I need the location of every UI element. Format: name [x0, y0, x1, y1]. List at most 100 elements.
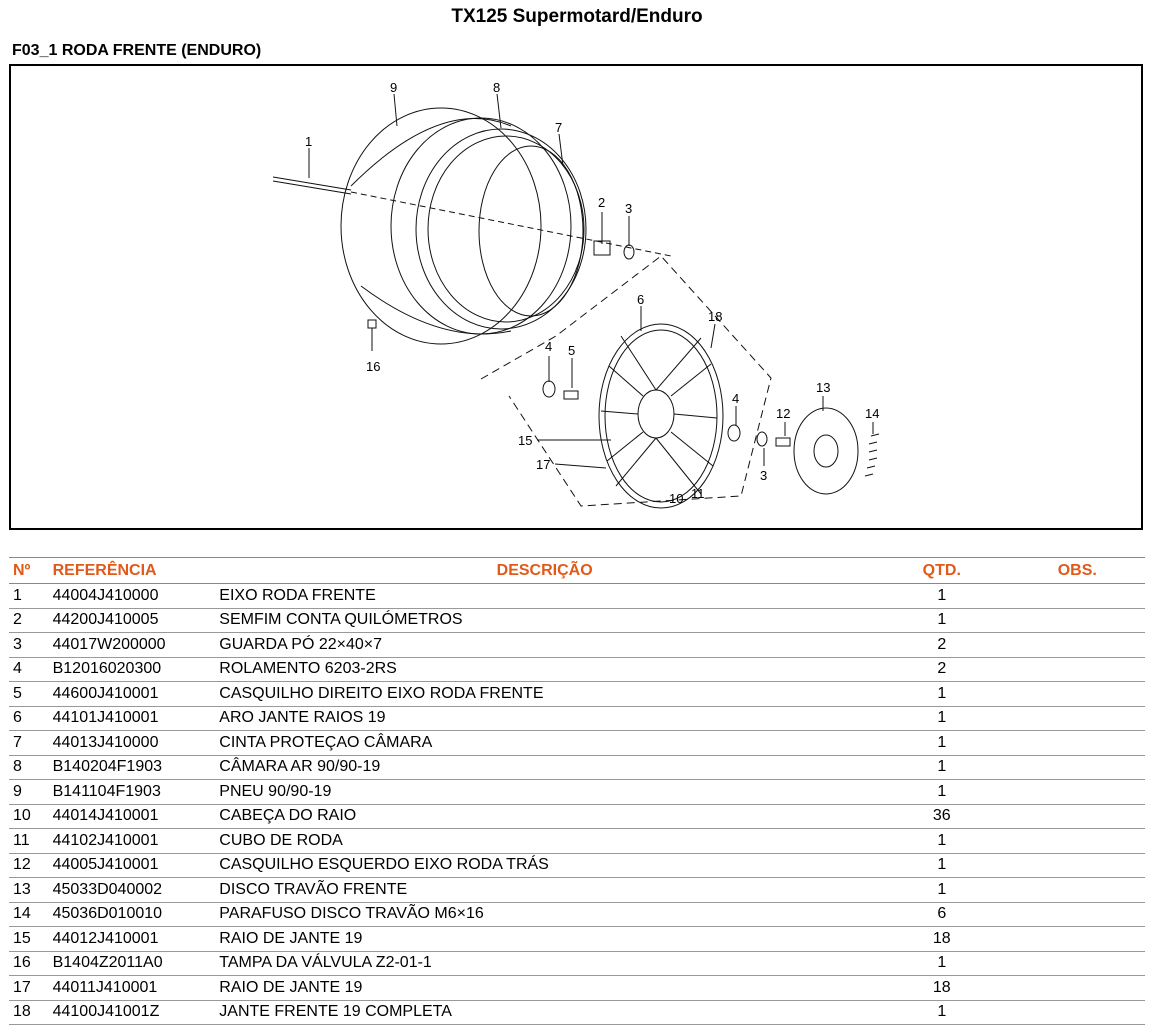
cell-reference: 44017W200000: [48, 632, 216, 658]
cell-number: 16: [9, 951, 49, 976]
cell-reference: 44102J410001: [48, 828, 216, 854]
bearing-right-drawing: [727, 424, 741, 442]
cell-observations: [1009, 804, 1145, 829]
cell-observations: [1009, 632, 1145, 658]
cell-quantity: 1: [874, 1000, 1010, 1025]
exploded-diagram-drawing: 1 2 3 3 4 4 5 6 7 8 9 10 11 12 13 14 15 …: [272, 80, 880, 509]
cell-quantity: 18: [874, 975, 1010, 1001]
tyre-drawing: [340, 107, 572, 345]
callout-15: 15: [518, 433, 532, 448]
inner-tube-drawing: [415, 128, 587, 330]
cell-quantity: 1: [874, 877, 1010, 903]
cell-description: CABEÇA DO RAIO: [215, 804, 875, 829]
callout-4: 4: [732, 391, 739, 406]
callout-13: 13: [816, 380, 830, 395]
cell-observations: [1009, 951, 1145, 976]
cell-quantity: 6: [874, 902, 1010, 927]
cell-quantity: 2: [874, 632, 1010, 658]
cell-description: CUBO DE RODA: [215, 828, 875, 854]
cell-observations: [1009, 1000, 1145, 1025]
callout-3: 3: [760, 468, 767, 483]
cell-number: 8: [9, 755, 49, 780]
cell-quantity: 1: [874, 755, 1010, 780]
cell-observations: [1009, 853, 1145, 878]
cell-reference: 45033D040002: [48, 877, 216, 903]
cell-number: 1: [9, 583, 49, 609]
cell-description: ARO JANTE RAIOS 19: [215, 706, 875, 731]
exploded-diagram: 1 2 3 3 4 4 5 6 7 8 9 10 11 12 13 14 15 …: [9, 64, 1143, 530]
cell-reference: 45036D010010: [48, 902, 216, 927]
wheel-drawing: [598, 323, 724, 509]
cell-number: 14: [9, 902, 49, 927]
callout-4: 4: [545, 339, 552, 354]
cell-quantity: 1: [874, 951, 1010, 976]
cell-number: 6: [9, 706, 49, 731]
spacer-right-drawing: [563, 390, 579, 400]
cell-quantity: 1: [874, 608, 1010, 633]
cell-quantity: 2: [874, 657, 1010, 682]
callout-7: 7: [555, 120, 562, 135]
cell-description: TAMPA DA VÁLVULA Z2-01-1: [215, 951, 875, 976]
cell-reference: B1404Z2011A0: [48, 951, 216, 976]
cell-reference: B141104F1903: [48, 779, 216, 805]
section-title: F03_1 RODA FRENTE (ENDURO): [12, 42, 262, 59]
cell-description: CASQUILHO DIREITO EIXO RODA FRENTE: [215, 681, 875, 707]
cell-reference: 44011J410001: [48, 975, 216, 1001]
cell-number: 2: [9, 608, 49, 633]
cell-number: 18: [9, 1000, 49, 1025]
callout-3: 3: [625, 201, 632, 216]
bearing-left-drawing: [542, 380, 556, 398]
cell-observations: [1009, 902, 1145, 927]
callout-6: 6: [637, 292, 644, 307]
wheel-assembly-outline: [480, 255, 772, 507]
callout-8: 8: [493, 80, 500, 95]
cell-quantity: 18: [874, 926, 1010, 952]
header-description: DESCRIÇÃO: [215, 557, 875, 584]
cell-quantity: 1: [874, 583, 1010, 609]
cell-reference: 44200J410005: [48, 608, 216, 633]
cell-reference: 44100J41001Z: [48, 1000, 216, 1025]
cell-quantity: 1: [874, 828, 1010, 854]
cell-observations: [1009, 657, 1145, 682]
disc-bolts-drawing: [864, 433, 880, 477]
cell-quantity: 1: [874, 779, 1010, 805]
cell-quantity: 1: [874, 706, 1010, 731]
cell-observations: [1009, 608, 1145, 633]
valve-cap-drawing: [367, 319, 377, 329]
axle-drawing: [272, 176, 672, 257]
cell-description: DISCO TRAVÃO FRENTE: [215, 877, 875, 903]
cell-description: RAIO DE JANTE 19: [215, 975, 875, 1001]
rim-strip-drawing: [478, 145, 584, 317]
cell-number: 10: [9, 804, 49, 829]
parts-table-header: Nº REFERÊNCIA DESCRIÇÃO QTD. OBS.: [9, 557, 1145, 584]
callout-2: 2: [598, 195, 605, 210]
cell-reference: B12016020300: [48, 657, 216, 682]
cell-description: GUARDA PÓ 22×40×7: [215, 632, 875, 658]
cell-observations: [1009, 926, 1145, 952]
cell-reference: 44012J410001: [48, 926, 216, 952]
cell-observations: [1009, 755, 1145, 780]
document-title: TX125 Supermotard/Enduro: [451, 6, 703, 27]
cell-description: PNEU 90/90-19: [215, 779, 875, 805]
callout-11: 11: [691, 486, 705, 501]
cell-number: 11: [9, 828, 49, 854]
header-reference: REFERÊNCIA: [48, 557, 216, 584]
callout-16: 16: [366, 359, 380, 374]
callout-14: 14: [865, 406, 879, 421]
cell-number: 17: [9, 975, 49, 1001]
cell-number: 3: [9, 632, 49, 658]
